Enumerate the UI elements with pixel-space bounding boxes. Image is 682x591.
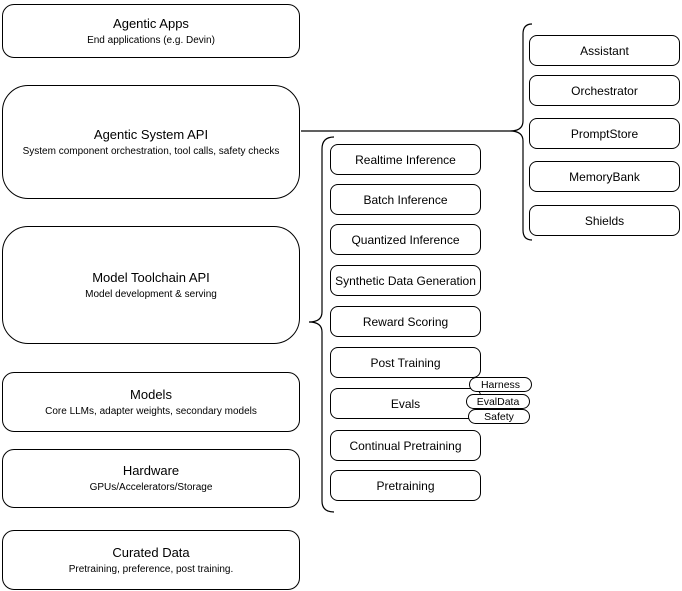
node-batch-inference: Batch Inference xyxy=(330,184,481,215)
node-label: PromptStore xyxy=(570,126,639,141)
node-subtitle: Core LLMs, adapter weights, secondary mo… xyxy=(45,405,257,417)
node-subtitle: System component orchestration, tool cal… xyxy=(22,145,280,157)
node-orchestrator: Orchestrator xyxy=(529,75,680,106)
node-label: Reward Scoring xyxy=(362,314,449,329)
node-hardware: Hardware GPUs/Accelerators/Storage xyxy=(2,449,300,508)
node-title: Agentic System API xyxy=(93,126,209,142)
node-subtitle: GPUs/Accelerators/Storage xyxy=(89,482,213,493)
node-label: Shields xyxy=(584,213,625,228)
node-models: Models Core LLMs, adapter weights, secon… xyxy=(2,372,300,432)
badge-evaldata: EvalData xyxy=(466,394,530,409)
node-label: MemoryBank xyxy=(569,169,640,184)
node-title: Model Toolchain API xyxy=(92,269,210,285)
node-label: Continual Pretraining xyxy=(349,438,462,453)
node-label: Pretraining xyxy=(376,478,435,493)
badge-label: EvalData xyxy=(476,395,520,408)
node-model-toolchain-api: Model Toolchain API Model development & … xyxy=(2,226,300,344)
node-shields: Shields xyxy=(529,205,680,236)
system-group-brace xyxy=(509,23,533,241)
node-label: Orchestrator xyxy=(571,83,638,98)
node-post-training: Post Training xyxy=(330,347,481,378)
node-reward-scoring: Reward Scoring xyxy=(330,306,481,337)
badge-harness: Harness xyxy=(469,377,532,392)
badge-label: Safety xyxy=(484,410,514,423)
node-subtitle: Pretraining, preference, post training. xyxy=(68,563,234,575)
node-title: Agentic Apps xyxy=(113,15,189,31)
node-title: Hardware xyxy=(122,463,180,478)
node-title: Curated Data xyxy=(112,544,190,560)
node-agentic-system-api: Agentic System API System component orch… xyxy=(2,85,300,199)
badge-label: Harness xyxy=(480,378,521,391)
node-curated-data: Curated Data Pretraining, preference, po… xyxy=(2,530,300,590)
node-label: Realtime Inference xyxy=(355,152,456,167)
node-memorybank: MemoryBank xyxy=(529,161,680,192)
node-pretraining: Pretraining xyxy=(330,470,481,501)
node-label: Quantized Inference xyxy=(351,232,460,247)
node-label: Evals xyxy=(390,396,421,411)
node-label: Post Training xyxy=(370,355,441,370)
node-title: Models xyxy=(130,386,172,402)
node-assistant: Assistant xyxy=(529,35,680,66)
node-label: Batch Inference xyxy=(363,192,448,207)
node-subtitle: End applications (e.g. Devin) xyxy=(87,34,215,46)
node-realtime-inference: Realtime Inference xyxy=(330,144,481,175)
node-quantized-inference: Quantized Inference xyxy=(330,224,481,255)
node-synthetic-data-generation: Synthetic Data Generation xyxy=(330,265,481,296)
node-label: Assistant xyxy=(580,43,629,58)
node-subtitle: Model development & serving xyxy=(85,288,217,300)
node-label: Synthetic Data Generation xyxy=(335,273,476,288)
node-continual-pretraining: Continual Pretraining xyxy=(330,430,481,461)
node-agentic-apps: Agentic Apps End applications (e.g. Devi… xyxy=(2,4,300,58)
toolchain-group-brace xyxy=(308,136,335,513)
badge-safety: Safety xyxy=(468,409,530,424)
node-promptstore: PromptStore xyxy=(529,118,680,149)
node-evals: Evals xyxy=(330,388,481,419)
